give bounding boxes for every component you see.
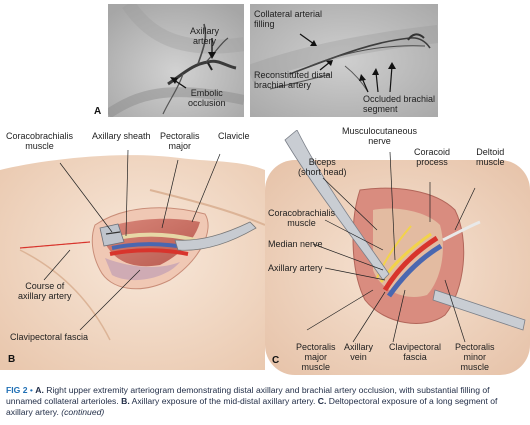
caption-bullet: • [29, 385, 33, 395]
angiogram-right-image [250, 4, 438, 117]
label-c-axillary-artery: Axillary artery [268, 263, 323, 273]
label-b-axillary-sheath: Axillary sheath [92, 131, 151, 141]
caption-continued: (continued) [61, 407, 105, 417]
panel-c-illustration [265, 130, 530, 375]
panel-c-letter: C [272, 355, 280, 366]
caption-a-label: A. [35, 385, 44, 395]
panel-a-right-arrows [299, 33, 396, 93]
caption-b-label: B. [121, 396, 130, 406]
panel-b-illustration [0, 149, 265, 370]
label-b-clavipectoral-fascia: Clavipectoral fascia [10, 332, 89, 342]
angiogram-left-image [108, 4, 244, 117]
label-c-biceps: Biceps(short head) [298, 157, 347, 177]
angiogram-right [250, 4, 438, 117]
panel-a-left-arrows [170, 38, 216, 89]
caption-b-text: Axillary exposure of the mid-distal axil… [131, 396, 316, 406]
caption-c-label: C. [317, 396, 327, 406]
figure-caption: FIG 2 • A. Right upper extremity arterio… [6, 385, 526, 418]
label-b-clavicle: Clavicle [218, 131, 250, 141]
caption-c-text: Deltopectoral exposure of a long segment… [6, 396, 498, 417]
figure-number: FIG 2 [6, 385, 28, 395]
panel-b-letter: B [8, 354, 16, 365]
label-c-median-nerve: Median nerve [268, 239, 323, 249]
angiogram-left [108, 4, 244, 117]
caption-a-text: Right upper extremity arteriogram demons… [6, 385, 490, 406]
panel-a-letter: A [94, 106, 102, 117]
